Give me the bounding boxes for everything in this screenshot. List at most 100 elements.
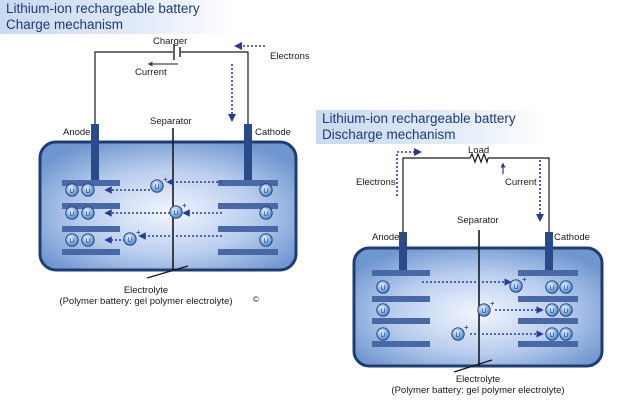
discharge-electrolyte-pointer bbox=[453, 359, 493, 373]
load-label: Load bbox=[468, 145, 490, 156]
discharge-anode-ion-1-symbol: Li bbox=[381, 285, 386, 291]
discharge-cathode-ion-3-symbol: Li bbox=[550, 308, 555, 314]
discharge-cathode-plate-2 bbox=[518, 296, 578, 302]
discharge-cathode-ion-5-symbol: Li bbox=[550, 332, 555, 338]
charge-anode-plate-2 bbox=[62, 203, 120, 209]
charge-cathode-ion-2: Li bbox=[259, 206, 273, 220]
discharge-cathode-ion-3: Li bbox=[545, 303, 559, 317]
charge-electrolyte-note: (Polymer battery: gel polymer electrolyt… bbox=[59, 296, 233, 307]
charge-cell bbox=[38, 140, 298, 272]
discharge-moving-ion-3-charge: + bbox=[464, 323, 469, 332]
charge-anode-plate-3 bbox=[62, 226, 120, 232]
discharge-anode-label: Anode bbox=[372, 232, 400, 243]
charge-separator-label: Separator bbox=[150, 116, 192, 127]
charge-wire-left bbox=[94, 51, 173, 124]
discharge-moving-ion-2: Li+ bbox=[477, 299, 495, 317]
charge-anode-ion-2-symbol: Li bbox=[86, 188, 91, 194]
discharge-cathode-ion-2: Li bbox=[559, 280, 573, 294]
charge-cathode-plate-2 bbox=[218, 203, 278, 209]
charge-cathode-ion-1-symbol: Li bbox=[264, 188, 269, 194]
charge-moving-ion-1-symbol: Li bbox=[155, 184, 160, 190]
discharge-anode-plate-1 bbox=[372, 270, 430, 276]
charge-anode-ion-4: Li bbox=[81, 206, 95, 220]
charge-moving-ion-1: Li+ bbox=[150, 175, 168, 193]
discharge-title: Lithium-ion rechargeable battery Dischar… bbox=[316, 110, 544, 144]
discharge-title-line1: Lithium-ion rechargeable battery bbox=[322, 111, 516, 126]
charge-cathode-rod bbox=[244, 124, 252, 186]
discharge-anode-plate-3 bbox=[372, 318, 430, 324]
charge-cathode-plate-4 bbox=[218, 249, 278, 255]
charger-label: Charger bbox=[153, 36, 188, 47]
charge-title-line2: Charge mechanism bbox=[6, 17, 124, 32]
charge-title-line1: Lithium-ion rechargeable battery bbox=[6, 1, 200, 16]
charge-anode-ion-3: Li bbox=[65, 206, 79, 220]
charge-anode-ion-5: Li bbox=[65, 233, 79, 247]
discharge-cathode-plate-1 bbox=[518, 270, 578, 276]
discharge-electrolyte-note: (Polymer battery: gel polymer electrolyt… bbox=[391, 385, 565, 396]
charge-anode-plates bbox=[62, 180, 120, 255]
discharge-cathode-ion-2-symbol: Li bbox=[564, 285, 569, 291]
charge-cathode-ion-2-symbol: Li bbox=[264, 211, 269, 217]
charge-anode-label: Anode bbox=[63, 127, 91, 138]
discharge-cathode-label: Cathode bbox=[554, 232, 590, 243]
charge-cathode-label: Cathode bbox=[255, 127, 291, 138]
discharge-cathode-rod bbox=[545, 232, 553, 274]
discharge-anode-ion-1: Li bbox=[376, 280, 390, 294]
discharge-anode-plate-2 bbox=[372, 296, 430, 302]
discharge-ion-flow-arrows bbox=[422, 278, 544, 338]
discharge-moving-ion-3: Li+ bbox=[451, 323, 469, 341]
discharge-anode-rod bbox=[399, 232, 407, 274]
discharge-anode-ion-2-symbol: Li bbox=[381, 308, 386, 314]
discharge-wire-right bbox=[488, 157, 550, 232]
copyright-mark: © bbox=[253, 295, 259, 304]
charge-moving-ion-2-charge: + bbox=[182, 201, 187, 210]
discharge-moving-ion-2-symbol: Li bbox=[482, 308, 487, 314]
discharge-cathode-ion-6-symbol: Li bbox=[564, 332, 569, 338]
charge-cathode-plate-3 bbox=[218, 226, 278, 232]
discharge-moving-ion-1: Li+ bbox=[509, 275, 527, 293]
charge-moving-ion-1-charge: + bbox=[163, 175, 168, 184]
charge-moving-ion-3-charge: + bbox=[136, 228, 141, 237]
charge-cathode-plates bbox=[218, 180, 278, 255]
discharge-anode-plate-4 bbox=[372, 341, 430, 347]
discharge-cathode-ion-6: Li bbox=[559, 327, 573, 341]
charge-cathode-ion-3-symbol: Li bbox=[264, 238, 269, 244]
discharge-anode-ion-3-symbol: Li bbox=[381, 332, 386, 338]
charge-title: Lithium-ion rechargeable battery Charge … bbox=[0, 0, 234, 34]
charge-wire-right bbox=[181, 51, 249, 124]
discharge-moving-ion-1-charge: + bbox=[522, 275, 527, 284]
discharge-electrons-arrow bbox=[396, 148, 422, 196]
charge-anode-plate-1 bbox=[62, 180, 120, 186]
discharge-title-line2: Discharge mechanism bbox=[322, 127, 456, 142]
discharge-anode-ion-3: Li bbox=[376, 327, 390, 341]
charge-cathode-plate-1 bbox=[218, 180, 278, 186]
charge-anode-ion-2: Li bbox=[81, 183, 95, 197]
charge-moving-ion-3-symbol: Li bbox=[128, 237, 133, 243]
discharge-cathode-ion-1: Li bbox=[545, 280, 559, 294]
charge-anode-ion-6: Li bbox=[81, 233, 95, 247]
discharge-moving-ion-2-charge: + bbox=[490, 299, 495, 308]
discharge-electrolyte-caption: Electrolyte (Polymer battery: gel polyme… bbox=[362, 374, 594, 396]
charge-anode-plate-4 bbox=[62, 249, 120, 255]
charge-anode-ion-1: Li bbox=[65, 183, 79, 197]
discharge-cathode-plate-3 bbox=[518, 318, 578, 324]
charge-electrolyte-label: Electrolyte bbox=[123, 285, 169, 296]
charge-anode-ion-1-symbol: Li bbox=[70, 188, 75, 194]
discharge-external-circuit bbox=[402, 157, 550, 232]
charge-ion-flow-arrows bbox=[104, 178, 222, 244]
load-resistor-symbol bbox=[469, 152, 489, 165]
discharge-cathode-ion-1-symbol: Li bbox=[550, 285, 555, 291]
charger-symbol bbox=[173, 44, 181, 60]
discharge-electrons-label: Electrons bbox=[356, 177, 396, 188]
charge-electrons-label: Electrons bbox=[270, 51, 310, 62]
discharge-cathode-ion-4-symbol: Li bbox=[564, 308, 569, 314]
discharge-current-label: Current bbox=[505, 177, 537, 188]
charge-anode-rod bbox=[91, 124, 99, 186]
charge-moving-ion-2: Li+ bbox=[169, 201, 187, 219]
discharge-cathode-ion-5: Li bbox=[545, 327, 559, 341]
